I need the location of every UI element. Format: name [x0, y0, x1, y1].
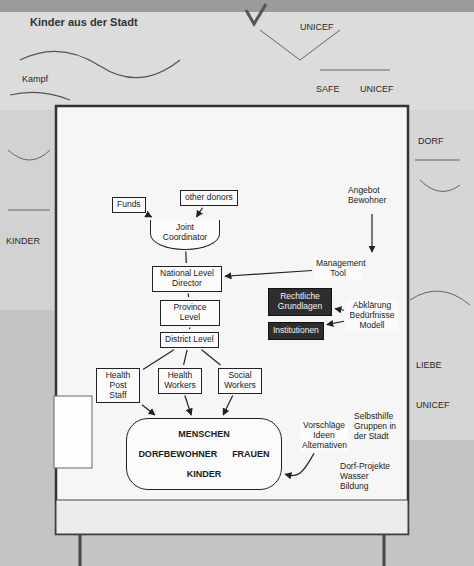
connector	[143, 350, 174, 370]
note-label: UNICEF	[360, 84, 394, 94]
connector	[335, 309, 344, 311]
node-text: Rechtliche Grundlagen	[273, 292, 327, 312]
note-label: Selbsthilfe Gruppen in der Stadt	[354, 412, 402, 441]
target-group-blob: MENSCHEN DORFBEWOHNER FRAUEN KINDER	[126, 418, 282, 490]
dark-box: Rechtliche Grundlagen	[268, 288, 332, 316]
top-strip	[0, 0, 474, 12]
connector	[285, 453, 314, 475]
node-text: Vorschläge Ideen Alternativen	[302, 421, 346, 450]
node-text: Management Tool	[316, 259, 360, 279]
node-text: MENSCHEN	[178, 429, 230, 439]
node-text: other donors	[185, 193, 233, 203]
flipchart-board	[56, 106, 408, 534]
note-label: UNICEF	[300, 22, 334, 32]
board-leg	[383, 534, 386, 566]
connector	[185, 396, 191, 415]
note-label: Kampf	[22, 74, 48, 84]
wall-scribble	[260, 30, 390, 70]
connector	[327, 321, 344, 324]
note-label: UNICEF	[416, 400, 450, 410]
dark-box: Institutionen	[268, 322, 324, 340]
node-text: District Level	[165, 335, 214, 345]
wall-scribble	[410, 160, 470, 305]
note-label: KINDER	[6, 236, 40, 246]
node-text: Funds	[117, 200, 141, 210]
note-label: DORF	[418, 136, 444, 146]
node-text: Social Workers	[223, 371, 257, 391]
node-text: National Level Director	[157, 269, 217, 289]
wall-scribble	[8, 150, 50, 210]
staff-box: Health Post Staff	[96, 368, 140, 403]
wall-scribble	[20, 51, 180, 77]
connector	[147, 215, 151, 217]
node-text: FRAUEN	[232, 449, 270, 459]
wall-paper-right	[405, 110, 474, 440]
donor-box: other donors	[180, 190, 238, 206]
node-text: Abklärung Bedürfnisse Modell	[348, 301, 396, 330]
connector	[223, 396, 233, 415]
leader-arrow	[371, 214, 372, 252]
wall-paper	[0, 12, 474, 112]
node-text: Province Level	[165, 303, 215, 323]
connector	[142, 405, 155, 415]
board-tray	[56, 500, 408, 534]
connector	[184, 350, 187, 365]
connector	[196, 208, 202, 217]
node-text: KINDER	[187, 469, 222, 479]
connector	[202, 350, 221, 365]
wall-paper-left	[0, 110, 58, 310]
note-label: SAFE	[316, 84, 340, 94]
level-box: Province Level	[160, 300, 220, 326]
board-leg	[79, 534, 82, 566]
connector	[185, 252, 187, 263]
connector	[225, 270, 312, 276]
connector	[189, 328, 190, 329]
node-text: Institutionen	[273, 326, 319, 336]
funding-box: Funds	[112, 197, 146, 213]
node-text: Health Workers	[163, 371, 197, 391]
note-label: Dorf-Projekte Wasser Bildung	[340, 462, 398, 491]
paper-sheet	[54, 396, 92, 468]
level-box: District Level	[160, 332, 219, 348]
note-text: Abklärung Bedürfnisse Modell	[346, 300, 398, 331]
pin-mark	[246, 4, 266, 24]
node-text: Health Post Staff	[101, 371, 135, 400]
note-label: Kinder aus der Stadt	[30, 16, 138, 29]
note-label: LIEBE	[416, 360, 442, 370]
connector	[188, 294, 190, 297]
node-text: Joint Coordinator	[157, 223, 213, 243]
level-box: National Level Director	[152, 266, 222, 292]
wall-scribble	[10, 92, 70, 100]
staff-box: Social Workers	[218, 368, 262, 394]
note-label: Angebot Bewohner	[348, 186, 398, 206]
staff-box: Health Workers	[158, 368, 202, 394]
coordinator-arc: Joint Coordinator	[150, 220, 220, 250]
tool-note: Management Tool	[314, 258, 362, 280]
node-text: DORFBEWOHNER	[138, 449, 217, 459]
note-text: Vorschläge Ideen Alternativen	[300, 420, 348, 451]
